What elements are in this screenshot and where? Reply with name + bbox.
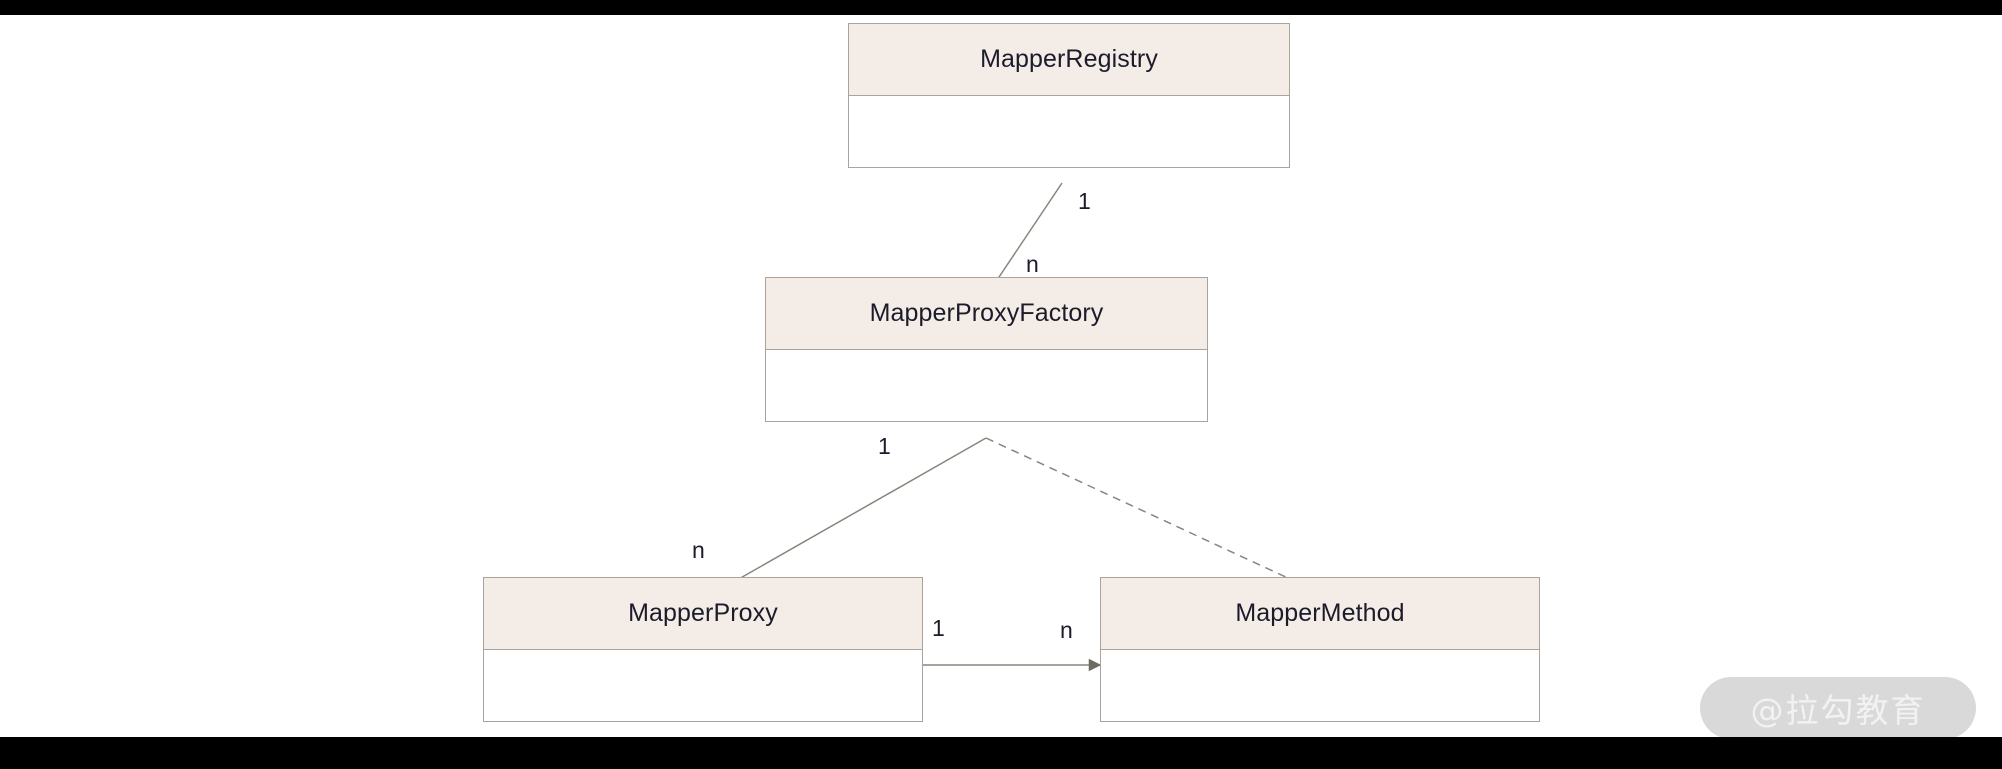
class-header-mapper-proxy: MapperProxy — [484, 578, 922, 650]
class-title-mapper-registry: MapperRegistry — [980, 45, 1158, 73]
class-box-mapper-proxy-factory[interactable]: MapperProxyFactory — [765, 277, 1208, 422]
class-body-mapper-proxy-factory — [766, 350, 1207, 420]
class-box-mapper-method[interactable]: MapperMethod — [1100, 577, 1540, 722]
letterbox-top — [0, 0, 2002, 15]
class-box-mapper-proxy[interactable]: MapperProxy — [483, 577, 923, 722]
edge-factory-to-method — [985, 437, 1320, 593]
multiplicity-registry-to-factory-target: n — [1026, 251, 1039, 277]
class-header-mapper-method: MapperMethod — [1101, 578, 1539, 650]
class-box-mapper-registry[interactable]: MapperRegistry — [848, 23, 1290, 168]
multiplicity-proxy-to-method-source: 1 — [932, 615, 945, 641]
letterbox-bottom — [0, 737, 2002, 769]
class-body-mapper-proxy — [484, 650, 922, 720]
class-title-mapper-proxy: MapperProxy — [628, 599, 778, 627]
diagram-whiteboard: MapperRegistry MapperProxyFactory Mapper… — [0, 15, 2002, 739]
watermark-text: @拉勾教育 — [1750, 691, 1926, 730]
multiplicity-factory-to-proxy-target: n — [692, 537, 705, 563]
class-title-mapper-method: MapperMethod — [1235, 599, 1405, 627]
multiplicity-factory-to-proxy-source: 1 — [878, 433, 891, 459]
multiplicity-registry-to-factory-source: 1 — [1078, 188, 1091, 214]
watermark-badge: @拉勾教育 — [1700, 677, 1976, 739]
multiplicity-proxy-to-method-target: n — [1060, 617, 1073, 643]
edge-factory-to-proxy — [714, 437, 987, 593]
class-header-mapper-proxy-factory: MapperProxyFactory — [766, 278, 1207, 350]
class-header-mapper-registry: MapperRegistry — [849, 24, 1289, 96]
class-body-mapper-registry — [849, 96, 1289, 166]
class-title-mapper-proxy-factory: MapperProxyFactory — [869, 299, 1104, 327]
class-body-mapper-method — [1101, 650, 1539, 720]
